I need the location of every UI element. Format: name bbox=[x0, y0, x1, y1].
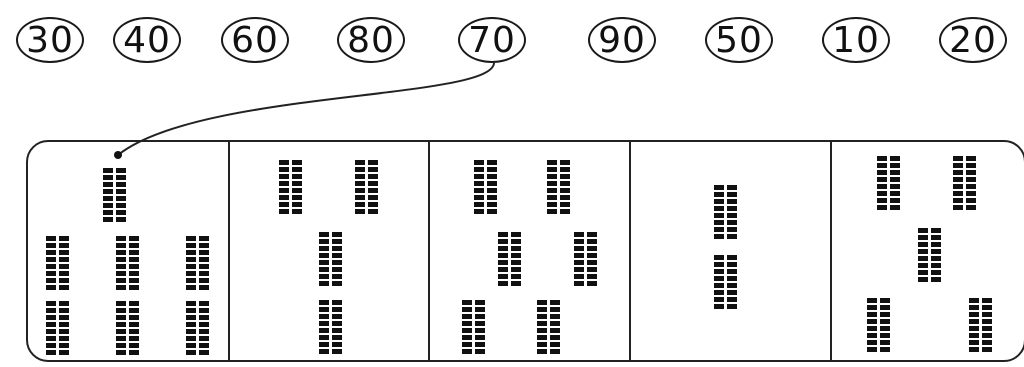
panel-divider-1 bbox=[228, 140, 230, 362]
panel-divider-4 bbox=[830, 140, 832, 362]
panel-divider-2 bbox=[428, 140, 430, 362]
panel-divider-3 bbox=[629, 140, 631, 362]
